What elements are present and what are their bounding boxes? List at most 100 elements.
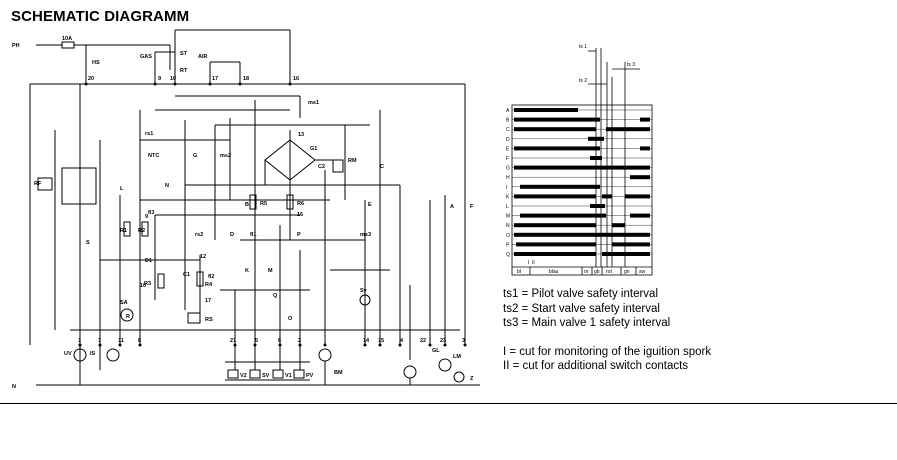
ms3-label: ms3 xyxy=(360,232,371,238)
relay-n-label: N xyxy=(165,183,169,189)
color-sw: sw xyxy=(639,269,646,275)
timing-row-label: A xyxy=(506,108,510,114)
footer-mark-i: I xyxy=(528,260,529,266)
valve-sv-label: SV xyxy=(262,373,270,379)
uv-label: UV xyxy=(64,351,72,357)
timing-bar xyxy=(640,146,650,151)
timing-bar xyxy=(630,175,650,180)
terminal-5-label: 5 xyxy=(255,338,258,344)
legend-cut-ii: II = cut for additional switch contacts xyxy=(503,360,689,373)
timing-bar xyxy=(590,156,602,160)
timing-row-label: B xyxy=(506,118,510,124)
timing-bar xyxy=(630,213,650,218)
relay-d-label: D xyxy=(230,232,234,238)
footer-mark-ii: II xyxy=(532,260,535,266)
relay-o-label: O xyxy=(288,316,293,322)
node-13-label: 13 xyxy=(298,132,304,138)
r1-label: R1 xyxy=(120,228,127,234)
terminal-dots xyxy=(78,82,467,347)
c1-label: C1 xyxy=(183,272,190,278)
r6-label: R6 xyxy=(297,201,304,207)
legend: ts1 = Pilot valve safety interval ts2 = … xyxy=(503,287,711,374)
color-gb: gb xyxy=(594,269,600,275)
timing-bar xyxy=(520,184,600,189)
color-bl: bl xyxy=(517,269,521,275)
diagram-panel xyxy=(0,403,897,404)
timing-bar xyxy=(612,242,650,247)
color-gn: gn xyxy=(624,269,630,275)
legend-ts2: ts2 = Start valve safety interval xyxy=(503,302,660,315)
phase-label: PH xyxy=(12,43,20,49)
is-label: IS xyxy=(90,351,96,357)
rs2-label: rs2 xyxy=(195,232,203,238)
ms2-label: ms2 xyxy=(220,153,231,159)
legend-ts1: ts1 = Pilot valve safety interval xyxy=(503,288,659,300)
lm-label: LM xyxy=(453,354,461,360)
timing-row-label: L xyxy=(506,204,509,210)
timing-bar xyxy=(514,165,650,170)
g-label: G xyxy=(193,153,197,159)
air-label: AIR xyxy=(198,54,208,60)
terminal-17-label: 17 xyxy=(212,76,218,82)
st-label: ST xyxy=(180,51,188,57)
terminal-1-label: 1 xyxy=(78,338,81,344)
legend-cut-i: I = cut for monitoring of the iguition s… xyxy=(503,345,712,358)
terminal-4-label: 4 xyxy=(400,338,404,344)
node-10-label: 10 xyxy=(140,283,146,289)
timing-row-label: P xyxy=(506,242,510,248)
terminal-22-label: 22 xyxy=(420,338,426,344)
node-12-label: 12 xyxy=(200,254,206,260)
timing-row-label: C xyxy=(506,127,510,133)
wiring xyxy=(29,29,480,386)
fuse-label: HS xyxy=(92,60,100,66)
relay-k-label: K xyxy=(245,268,249,274)
terminal-16-label: 16 xyxy=(293,76,299,82)
valve-v2-label: V2 xyxy=(240,373,247,379)
sy-label: Sy xyxy=(360,288,368,294)
sa-label: SA xyxy=(120,300,128,306)
terminal-10-label: 10 xyxy=(170,76,176,82)
timing-row-label: H xyxy=(506,175,510,181)
fl1-label: fl1 xyxy=(250,232,256,238)
terminal-3-label: 3 xyxy=(462,338,465,344)
fl2-label: fl2 xyxy=(208,274,214,280)
relay-p-label: P xyxy=(297,232,301,238)
relay-q-label: Q xyxy=(273,293,278,299)
relay-r-label: R xyxy=(126,314,130,320)
rs1-label: rs1 xyxy=(145,131,153,137)
ms1-label: ms1 xyxy=(308,100,319,106)
timing-bar xyxy=(602,252,650,256)
gl-label: GL xyxy=(432,348,440,354)
relay-l-label: L xyxy=(120,186,124,192)
timing-bar xyxy=(514,232,650,237)
terminal-18-label: 18 xyxy=(243,76,249,82)
ts2-marker-label: ts 2 xyxy=(579,78,587,84)
timing-bar xyxy=(514,223,596,228)
terminal-2-label: 2 xyxy=(298,338,301,344)
terminal-21-label: 21 xyxy=(230,338,236,344)
relay-m-label: M xyxy=(268,268,273,274)
schematic-labels: PH N 10A HS GAS ST RT AIR 9 10 17 18 16 … xyxy=(12,36,474,390)
timing-row-label: K xyxy=(506,194,510,200)
valve-v1-label: V1 xyxy=(285,373,292,379)
timing-bar xyxy=(606,127,650,132)
timing-bar xyxy=(514,108,578,112)
timing-row-label: M xyxy=(506,214,510,220)
relay-s-label: S xyxy=(86,240,90,246)
neutral-label: N xyxy=(12,384,16,390)
fuse-rating-label: 10A xyxy=(62,36,72,42)
bm-label-1: BM xyxy=(334,370,343,376)
timing-row-label: Q xyxy=(506,252,510,258)
timing-bar xyxy=(640,117,650,122)
timing-bar xyxy=(514,117,600,122)
gas-label: GAS xyxy=(140,54,152,60)
relay-f-label: F xyxy=(470,204,474,210)
node-9-label: 9 xyxy=(145,214,148,220)
relay-b-label: B xyxy=(245,202,249,208)
page-title: SCHEMATIC DIAGRAMM xyxy=(11,8,190,25)
timing-bar xyxy=(514,127,596,132)
legend-ts3: ts3 = Main valve 1 safety interval xyxy=(503,317,671,330)
rf-label: RF xyxy=(34,181,42,187)
